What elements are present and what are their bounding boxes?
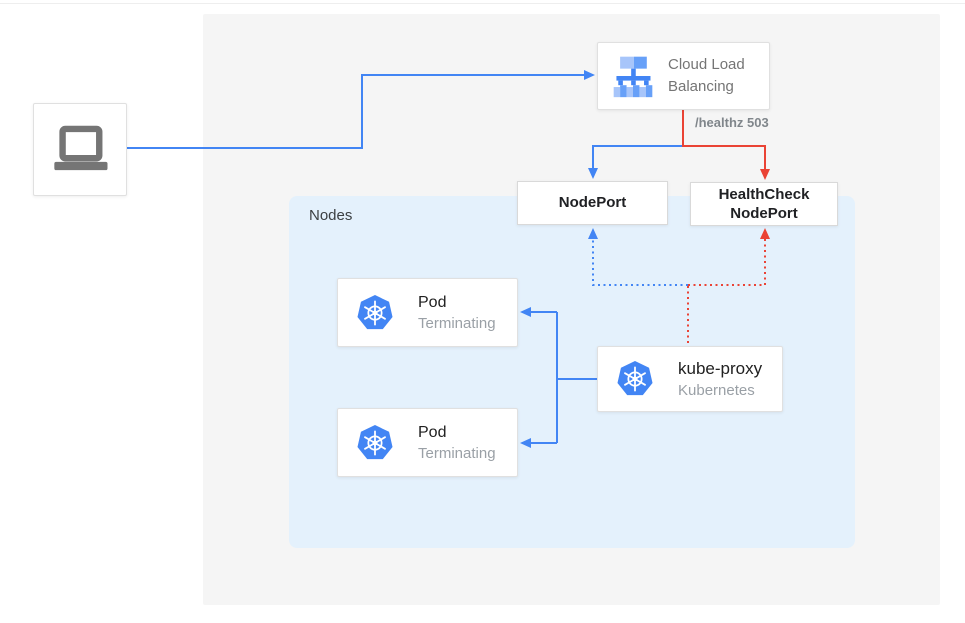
cloud-load-balancing-node: Cloud Load Balancing [597,42,770,110]
healthcheck-nodeport-node: HealthCheck NodePort [690,182,838,226]
laptop-icon [54,125,108,170]
pod-1-title: Pod [418,293,447,311]
kube-proxy-node: kube-proxy Kubernetes [597,346,783,412]
kube-proxy-subtitle: Kubernetes [678,381,755,399]
pod-2-node: Pod Terminating [337,408,518,477]
healthcheck-nodeport-label-line1: HealthCheck [718,185,810,203]
nodeport-label: NodePort [558,194,627,212]
client-node [33,103,127,196]
pod-2-title: Pod [418,423,447,441]
pod-2-status: Terminating [418,444,496,462]
kubernetes-helm-icon [357,294,393,329]
pod-1-status: Terminating [418,314,496,332]
kubernetes-helm-icon [617,361,653,396]
kube-proxy-title: kube-proxy [678,358,763,378]
nodes-group-label: Nodes [309,207,353,224]
top-divider [0,3,965,4]
kubernetes-helm-icon [357,424,393,459]
cloud-load-balancing-label: Cloud Load Balancing [668,56,745,95]
healthcheck-nodeport-label-line2: NodePort [730,205,798,222]
nodeport-node: NodePort [517,181,668,225]
pod-1-node: Pod Terminating [337,278,518,347]
cloud-load-balancing-icon [613,56,653,98]
healthz-503-edge-label: /healthz 503 [695,115,769,130]
